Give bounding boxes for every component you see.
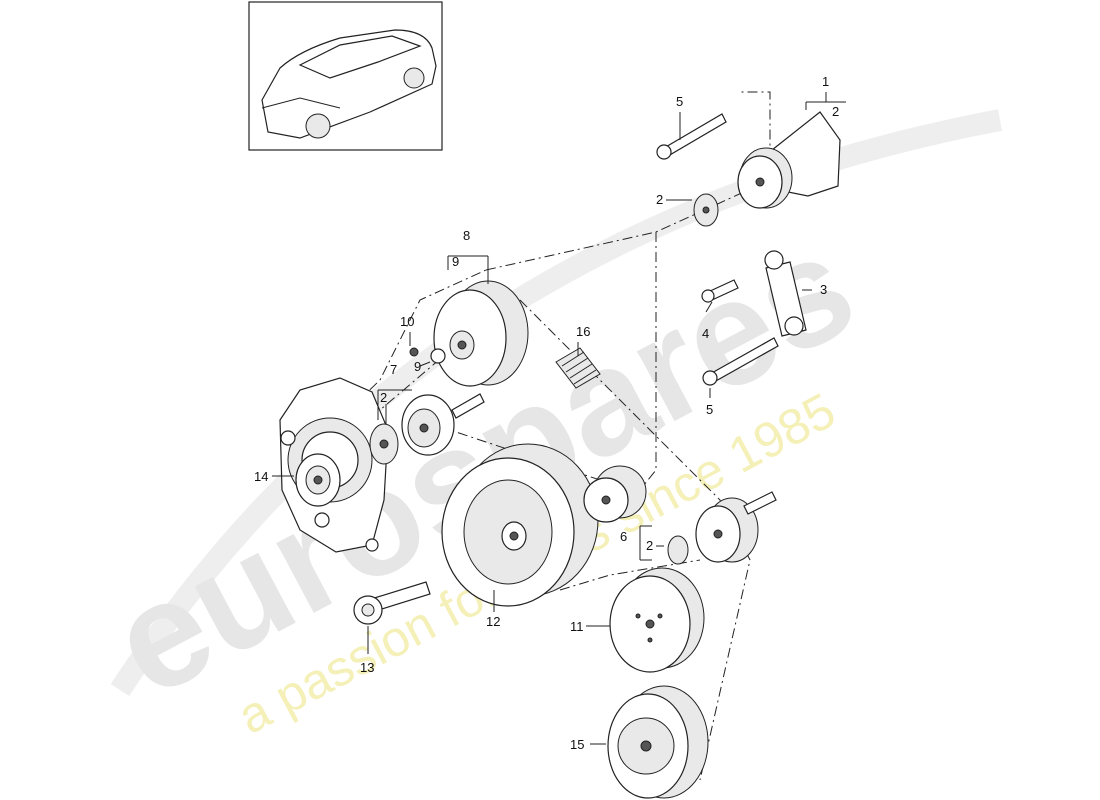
callout-2-washer: 2	[656, 192, 663, 207]
callout-4: 4	[702, 326, 709, 341]
alternator	[279, 377, 389, 553]
callout-5-lower: 5	[706, 402, 713, 417]
tensioner-pulley-lower	[667, 491, 777, 565]
callout-8: 8	[463, 228, 470, 243]
tensioner-damper	[764, 250, 807, 337]
crankshaft-bolt	[353, 581, 431, 625]
callout-16: 16	[576, 324, 590, 339]
callout-6: 6	[620, 529, 627, 544]
callout-1: 1	[822, 74, 829, 89]
vehicle-thumbnail	[248, 1, 443, 151]
callout-3: 3	[820, 282, 827, 297]
ribbed-belt	[555, 347, 601, 389]
callout-10: 10	[400, 314, 414, 329]
callout-9-lower: 9	[414, 359, 421, 374]
watermark: eurospares a passion for parts since 198…	[86, 109, 1003, 745]
water-pump-pulley	[609, 567, 705, 673]
callout-2-tensioner: 2	[832, 104, 839, 119]
callout-15: 15	[570, 737, 584, 752]
compressor-pulley	[607, 685, 709, 799]
callout-2-lower: 2	[646, 538, 653, 553]
pulley-upper	[409, 280, 529, 387]
vehicle-thumbnail-icon	[261, 29, 437, 139]
callout-2-idler: 2	[380, 390, 387, 405]
callout-12: 12	[486, 614, 500, 629]
idler-pulley-upper	[369, 393, 485, 465]
callout-5-upper: 5	[676, 94, 683, 109]
crankshaft-pulley	[441, 443, 599, 607]
bolts	[656, 113, 779, 386]
callouts: 1 2 5 2 8 9 3 16 10 4 9 7 2 5 14 6 2 11 …	[254, 74, 839, 752]
idler-pulley-middle	[583, 465, 647, 523]
leader-lines	[272, 92, 846, 745]
belt-tensioner-assembly	[693, 111, 841, 227]
callout-14: 14	[254, 469, 268, 484]
callout-13: 13	[360, 660, 374, 675]
callout-11: 11	[570, 619, 584, 634]
callout-7: 7	[390, 362, 397, 377]
callout-9-upper: 9	[452, 254, 459, 269]
